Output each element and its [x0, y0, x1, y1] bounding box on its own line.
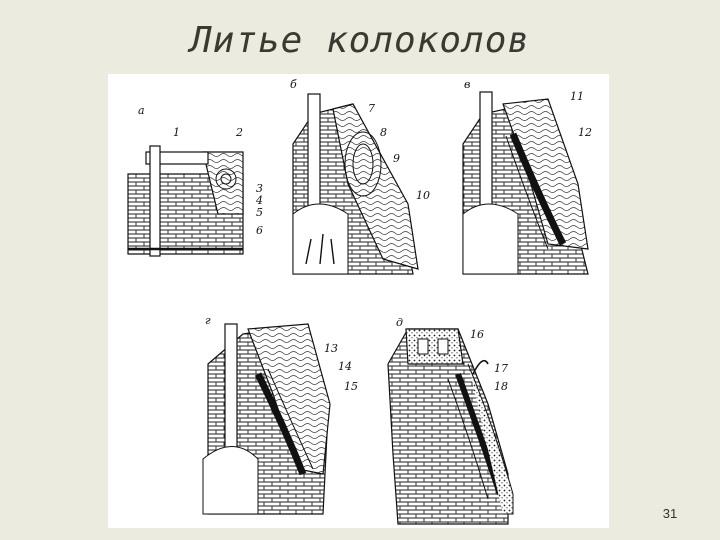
panel-b: б 7 8 9 10	[290, 78, 430, 275]
panel-a: а 1 2 3 4 5 6	[127, 104, 263, 257]
callout-16: 16	[470, 328, 484, 341]
panel-g: г 13 14 15	[202, 314, 358, 515]
bell-casting-diagram: а 1 2 3 4 5 6 б 7 8 9 10	[127, 78, 592, 525]
callout-17: 17	[494, 362, 508, 375]
callout-8: 8	[380, 126, 387, 139]
callout-7: 7	[368, 102, 375, 115]
panel-v: в 11 12	[462, 78, 592, 275]
callout-2: 2	[235, 126, 243, 139]
panel-letter-g: г	[205, 314, 211, 327]
callout-5: 5	[256, 206, 263, 219]
callout-6: 6	[256, 224, 263, 237]
page-number: 31	[662, 506, 678, 521]
callout-11: 11	[570, 90, 584, 103]
bell-casting-figure: а 1 2 3 4 5 6 б 7 8 9 10	[108, 74, 609, 528]
callout-3: 3	[256, 182, 263, 195]
panel-letter-a: а	[138, 104, 145, 117]
callout-4: 4	[255, 194, 263, 207]
panel-letter-b: б	[290, 78, 297, 91]
callout-15: 15	[344, 380, 358, 393]
slide-title: Литье колоколов	[189, 20, 531, 61]
callout-10: 10	[416, 189, 430, 202]
panel-letter-d: д	[396, 316, 403, 329]
panel-letter-v: в	[464, 78, 470, 91]
panel-d: д 16 17 18	[387, 316, 514, 525]
callout-1: 1	[173, 126, 180, 139]
callout-9: 9	[393, 152, 400, 165]
callout-13: 13	[324, 342, 338, 355]
callout-14: 14	[338, 360, 352, 373]
callout-12: 12	[578, 126, 592, 139]
callout-18: 18	[494, 380, 508, 393]
